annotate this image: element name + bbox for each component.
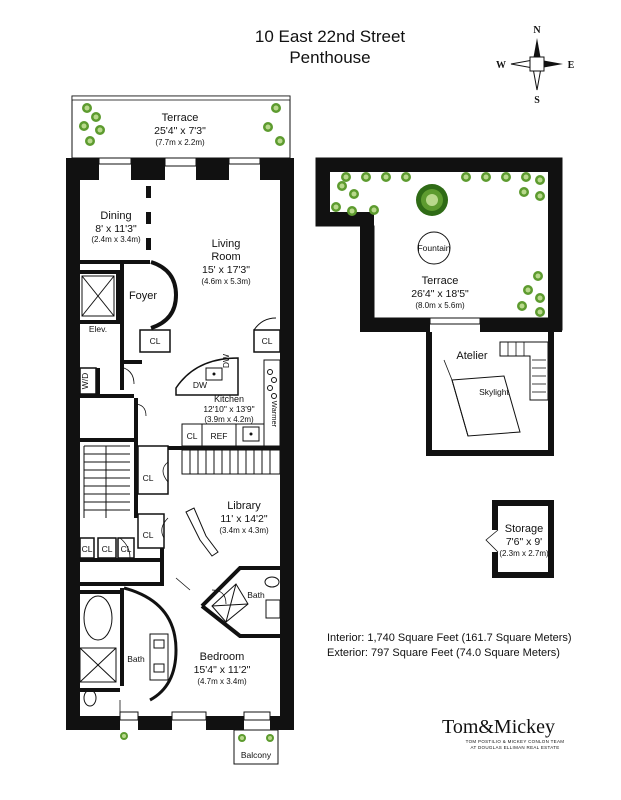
library-closet-label: CL [143, 473, 154, 483]
bedroom-metric: (4.7m x 3.4m) [197, 677, 247, 686]
living-dim: 15' x 17'3" [202, 264, 250, 276]
main-walls [66, 157, 294, 730]
compass-east: E [568, 60, 575, 71]
living-metric: (4.6m x 5.3m) [201, 277, 251, 286]
skylight-label: Skylight [479, 387, 509, 397]
tree-cluster-front [79, 103, 285, 146]
library-metric: (3.4m x 4.3m) [219, 526, 269, 535]
fountain-icon [417, 231, 451, 265]
fountain-label: Fountain [417, 243, 450, 253]
balcony-label: Balcony [241, 750, 272, 760]
hall-closet-3-label: CL [121, 544, 132, 554]
brand-subtitle: TOM POSTILIO & MICKEY CONLON TEAM AT DOU… [455, 739, 575, 751]
compass-icon [510, 38, 563, 91]
exterior-area: Exterior: 797 Square Feet (74.0 Square M… [327, 647, 560, 659]
terrace-upper-metric: (8.0m x 5.6m) [415, 301, 465, 310]
library-closet-label-2: CL [143, 530, 154, 540]
atelier-walls [426, 317, 554, 456]
interior-area: Interior: 1,740 Square Feet (161.7 Squar… [327, 632, 572, 644]
master-bath-label: Bath [127, 654, 145, 664]
kitchen-metric: (3.9m x 4.2m) [204, 415, 254, 424]
dining-dim: 8' x 11'3" [95, 223, 137, 235]
tree-cluster-balcony [120, 732, 274, 742]
bedroom-dim: 15'4" x 11'2" [194, 664, 251, 676]
compass-south: S [534, 95, 540, 106]
storage-label: Storage [505, 523, 544, 535]
large-tree-icon [416, 184, 448, 216]
door-swings [119, 367, 227, 716]
terrace-front-metric: (7.7m x 2.2m) [155, 138, 205, 147]
dishwasher-label-2: DW [221, 354, 231, 368]
plan-unit: Penthouse [289, 48, 370, 67]
bedroom-label: Bedroom [200, 651, 245, 663]
hall-closet-1-label: CL [82, 544, 93, 554]
compass-north: N [533, 25, 541, 36]
interior-walls [79, 186, 281, 707]
hall-closet-2-label: CL [102, 544, 113, 554]
plan-address: 10 East 22nd Street [255, 27, 406, 46]
dining-metric: (2.4m x 3.4m) [91, 235, 141, 244]
living-label-2: Room [211, 251, 240, 263]
dishwasher-label: DW [193, 380, 207, 390]
second-bath-label: Bath [247, 590, 265, 600]
refrigerator-label: REF [211, 431, 228, 441]
living-label-1: Living [212, 238, 241, 250]
library-label: Library [227, 500, 261, 512]
storage-metric: (2.3m x 2.7m) [499, 549, 549, 558]
brand-line-2: AT DOUGLAS ELLIMAN REAL ESTATE [470, 745, 560, 750]
elevator-label: Elev. [89, 324, 107, 334]
warmer-label: Warmer [270, 401, 279, 428]
tree-cluster-upper [331, 172, 545, 317]
storage-dim: 7'6" x 9' [506, 536, 542, 548]
kitchen-closet-label: CL [187, 431, 198, 441]
dining-label: Dining [100, 210, 131, 222]
compass-west: W [496, 60, 506, 71]
foyer-closet-label: CL [150, 336, 161, 346]
storage-walls [485, 500, 554, 578]
brand-line-1: TOM POSTILIO & MICKEY CONLON TEAM [465, 739, 565, 744]
terrace-upper-label: Terrace [422, 275, 459, 287]
library-dim: 11' x 14'2" [220, 513, 268, 525]
atelier-label: Atelier [456, 350, 488, 362]
terrace-front-dim: 25'4" x 7'3" [154, 125, 206, 137]
brand-logo: Tom&Mickey [442, 716, 556, 738]
foyer-label: Foyer [129, 290, 157, 302]
kitchen-label: Kitchen [214, 394, 244, 404]
terrace-front-label: Terrace [162, 112, 199, 124]
washer-dryer-label: W/D [80, 373, 90, 390]
terrace-upper-dim: 26'4" x 18'5" [411, 288, 469, 300]
kitchen-dim: 12'10" x 13'9" [203, 404, 254, 414]
living-closet-label: CL [262, 336, 273, 346]
